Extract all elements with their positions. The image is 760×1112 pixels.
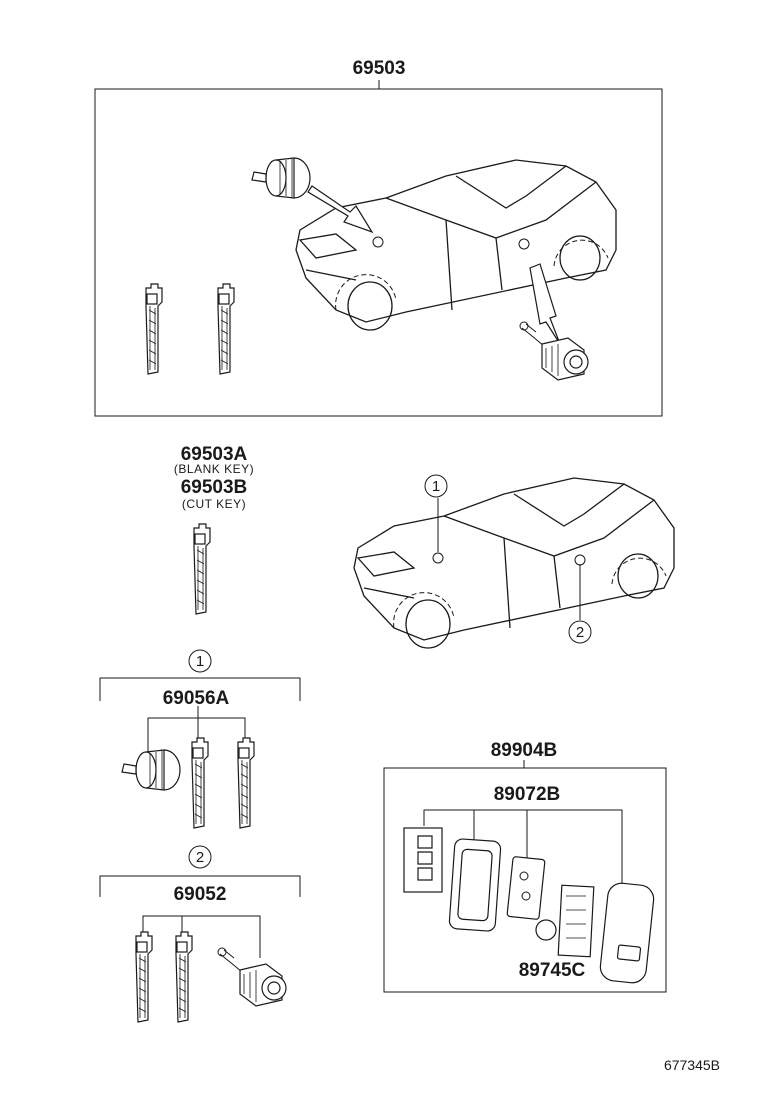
key-set-1-b xyxy=(237,737,255,829)
note-blank-key: (BLANK KEY) xyxy=(174,462,254,476)
remote-outer-shell xyxy=(599,882,655,984)
callout-circle-1-set xyxy=(188,649,212,673)
car-illustration-top xyxy=(295,159,617,331)
pointer-arrow-hood xyxy=(307,185,374,234)
part-label-69503: 69503 xyxy=(353,58,406,79)
callout-circle-2-car xyxy=(568,620,592,644)
part-label-69503b: 69503B xyxy=(181,477,248,498)
part-label-89745c: 89745C xyxy=(519,960,586,981)
key-set-2-a xyxy=(135,931,153,1023)
pointer-arrow-door xyxy=(529,263,561,345)
callout-number-2-set: 2 xyxy=(196,849,204,866)
part-label-69052: 69052 xyxy=(174,884,227,905)
callout-circle-1-car xyxy=(424,474,448,498)
battery-89745c xyxy=(535,919,557,941)
kit-box-69503 xyxy=(94,88,663,417)
callout-number-2-car: 2 xyxy=(576,624,584,641)
lock-cylinder-set-1 xyxy=(121,749,181,791)
callout-number-1-car: 1 xyxy=(432,478,440,495)
lock-cylinder-top xyxy=(251,157,311,199)
part-label-69503a: 69503A xyxy=(181,444,248,465)
remote-box-89904b xyxy=(383,767,667,993)
part-label-89904b: 89904B xyxy=(491,740,558,761)
note-cut-key: (CUT KEY) xyxy=(182,497,246,511)
remote-inner-frame xyxy=(448,838,502,932)
car-illustration-middle xyxy=(353,477,675,649)
reference-number: 677345B xyxy=(664,1057,720,1073)
key-top-right xyxy=(217,283,235,375)
callout-number-1-set: 1 xyxy=(196,653,204,670)
remote-button-pad xyxy=(403,827,443,893)
remote-back-plate xyxy=(557,884,595,958)
part-label-89072b: 89072B xyxy=(494,784,561,805)
key-set-2-b xyxy=(175,931,193,1023)
part-label-69056a: 69056A xyxy=(163,688,230,709)
key-top-left xyxy=(145,283,163,375)
remote-circuit-board xyxy=(506,856,546,920)
key-single xyxy=(193,523,211,615)
key-set-1-a xyxy=(191,737,209,829)
ignition-switch-set-2 xyxy=(217,947,287,1007)
callout-circle-2-set xyxy=(188,845,212,869)
